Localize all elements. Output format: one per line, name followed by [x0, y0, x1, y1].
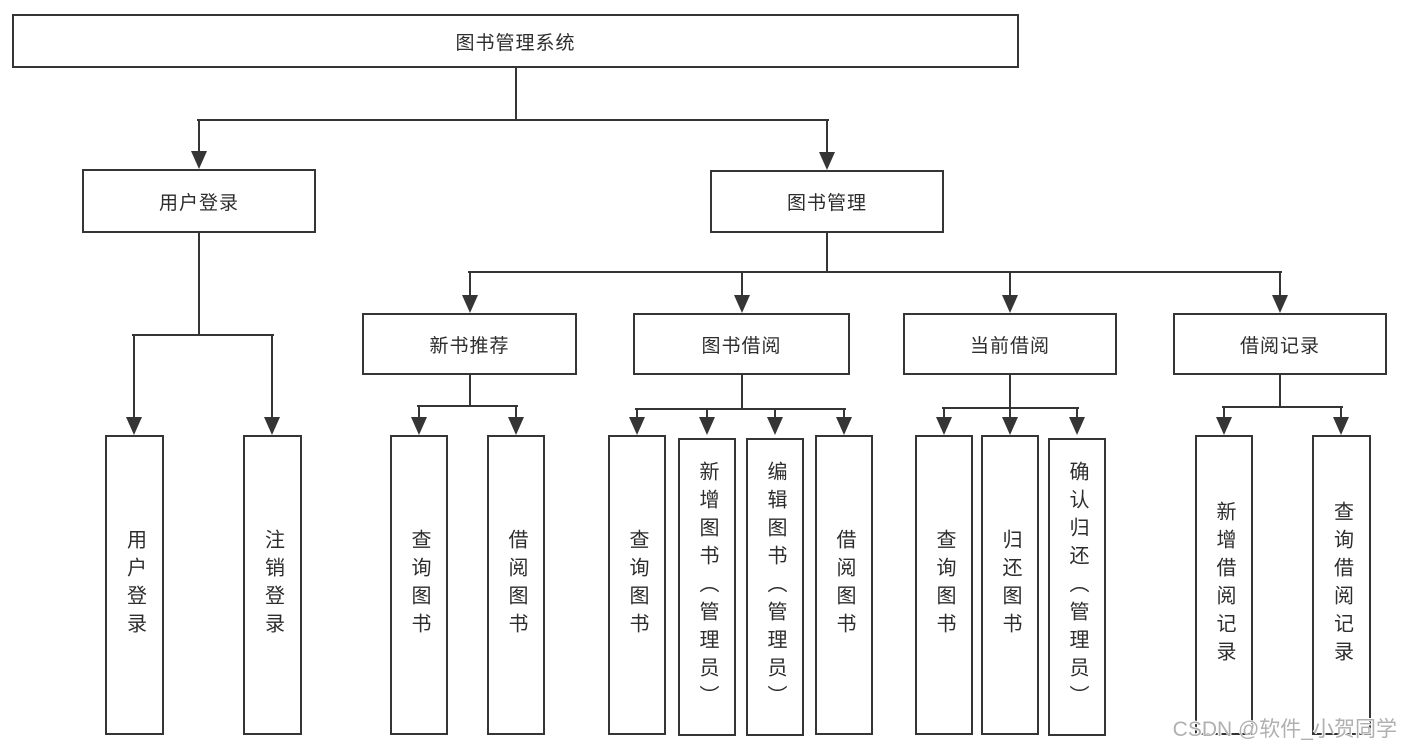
node-label: 图书借阅	[701, 335, 782, 357]
node-label: 编辑图书（管理员）	[764, 461, 786, 713]
node-leaf-logout: 注销登录	[243, 435, 302, 735]
node-label: 查询图书	[408, 529, 430, 641]
node-label: 查询图书	[933, 529, 955, 641]
node-label: 借阅图书	[505, 529, 527, 641]
node-label: 新增图书（管理员）	[696, 461, 718, 713]
node-leaf-query-books-borrow: 查询图书	[608, 435, 666, 735]
node-leaf-query-books-recommend: 查询图书	[390, 435, 448, 735]
node-leaf-borrow-books: 借阅图书	[815, 435, 873, 735]
node-label: 用户登录	[123, 529, 146, 641]
node-leaf-add-borrow-record: 新增借阅记录	[1195, 435, 1253, 735]
node-label: 确认归还（管理员）	[1066, 461, 1088, 713]
node-book-borrow: 图书借阅	[633, 313, 850, 375]
node-label: 新书推荐	[429, 335, 510, 357]
node-label: 归还图书	[999, 529, 1021, 641]
node-leaf-borrow-books-recommend: 借阅图书	[487, 435, 545, 735]
node-leaf-user-login: 用户登录	[105, 435, 164, 735]
node-label: 借阅图书	[833, 529, 855, 641]
node-label: 注销登录	[261, 529, 284, 641]
node-borrow-records: 借阅记录	[1173, 313, 1387, 375]
node-label: 当前借阅	[969, 335, 1050, 357]
node-leaf-confirm-return-admin: 确认归还（管理员）	[1048, 438, 1106, 736]
node-library-management-system: 图书管理系统	[12, 14, 1019, 68]
node-label: 图书管理系统	[455, 32, 576, 54]
node-user-login: 用户登录	[82, 169, 316, 233]
node-label: 查询借阅记录	[1330, 501, 1353, 669]
arrowhead-icons	[126, 151, 1349, 435]
node-leaf-query-borrow-record: 查询借阅记录	[1312, 435, 1371, 735]
node-label: 新增借阅记录	[1213, 501, 1235, 669]
node-leaf-edit-book-admin: 编辑图书（管理员）	[746, 438, 804, 736]
node-book-management: 图书管理	[710, 170, 944, 233]
node-label: 借阅记录	[1239, 335, 1320, 357]
node-label: 图书管理	[786, 193, 867, 214]
node-label: 用户登录	[158, 192, 239, 214]
node-leaf-return-book: 归还图书	[981, 435, 1039, 735]
node-leaf-query-books-current: 查询图书	[915, 435, 973, 735]
node-leaf-add-book-admin: 新增图书（管理员）	[678, 438, 736, 736]
node-new-book-recommend: 新书推荐	[362, 313, 577, 375]
node-current-borrow: 当前借阅	[903, 313, 1117, 375]
node-label: 查询图书	[626, 529, 648, 641]
csdn-watermark: CSDN @软件_小贺同学	[1172, 718, 1397, 741]
